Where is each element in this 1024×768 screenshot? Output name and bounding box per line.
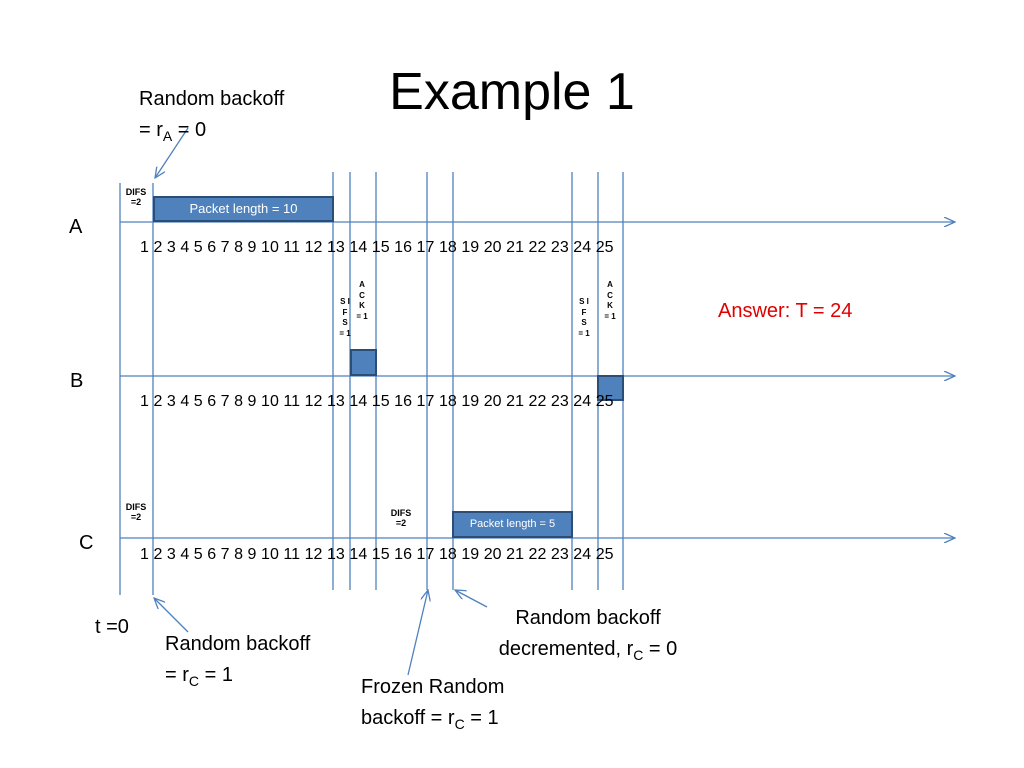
slide-title: Example 1 [389,63,635,121]
difs-label-c1: DIFS =2 [125,502,147,522]
difs-label-a: DIFS =2 [125,187,147,207]
note-frozen-backoff-line1: Frozen Random [361,676,505,698]
difs-label-c2: DIFS =2 [390,508,412,528]
arrow-rand-c [154,598,189,633]
ticks-row-a: 1 2 3 4 5 6 7 8 9 10 11 12 13 14 15 16 1… [140,239,614,256]
note-t0: t =0 [95,616,129,638]
note-random-backoff-a: Random backoff = rA = 0 [139,84,284,146]
packet-c-label: Packet length = 5 [469,518,556,530]
sifs-label-b2: S I F S = 1 [578,297,590,338]
arrow-rand-a [155,127,189,178]
ack-label-b1: A C K = 1 [356,280,368,321]
ack-label-b2: A C K = 1 [604,280,616,321]
packet-c: Packet length = 5 [452,511,573,538]
answer-text: Answer: T = 24 [718,300,853,322]
note-random-backoff-c-line2: = rC = 1 [165,664,233,689]
row-label-a: A [69,216,83,238]
note-random-backoff-c: Random backoff = rC = 1 [165,629,310,691]
row-label-b: B [70,370,84,392]
note-random-backoff-a-line1: Random backoff [139,88,285,110]
packet-a: Packet length = 10 [153,196,334,222]
ack-packet-b2 [597,375,624,401]
row-label-c: C [79,532,94,554]
note-frozen-backoff: Frozen Random backoff = rC = 1 [361,672,504,734]
note-backoff-decremented: Random backoff decremented, rC = 0 [478,603,698,665]
arrow-frozen [407,590,428,676]
packet-a-label: Packet length = 10 [189,201,298,216]
ack-packet-b1 [350,349,377,376]
note-random-backoff-c-line1: Random backoff [165,633,311,655]
note-frozen-backoff-line2: backoff = rC = 1 [361,707,499,732]
note-backoff-decremented-line1: Random backoff [515,607,661,629]
sifs-label-b1: S I F S = 1 [339,297,351,338]
note-backoff-decremented-line2: decremented, rC = 0 [498,638,678,663]
note-random-backoff-a-line2: = rA = 0 [139,119,207,144]
arrow-decremented [455,590,488,608]
ticks-row-b: 1 2 3 4 5 6 7 8 9 10 11 12 13 14 15 16 1… [140,393,614,410]
ticks-row-c: 1 2 3 4 5 6 7 8 9 10 11 12 13 14 15 16 1… [140,546,614,563]
